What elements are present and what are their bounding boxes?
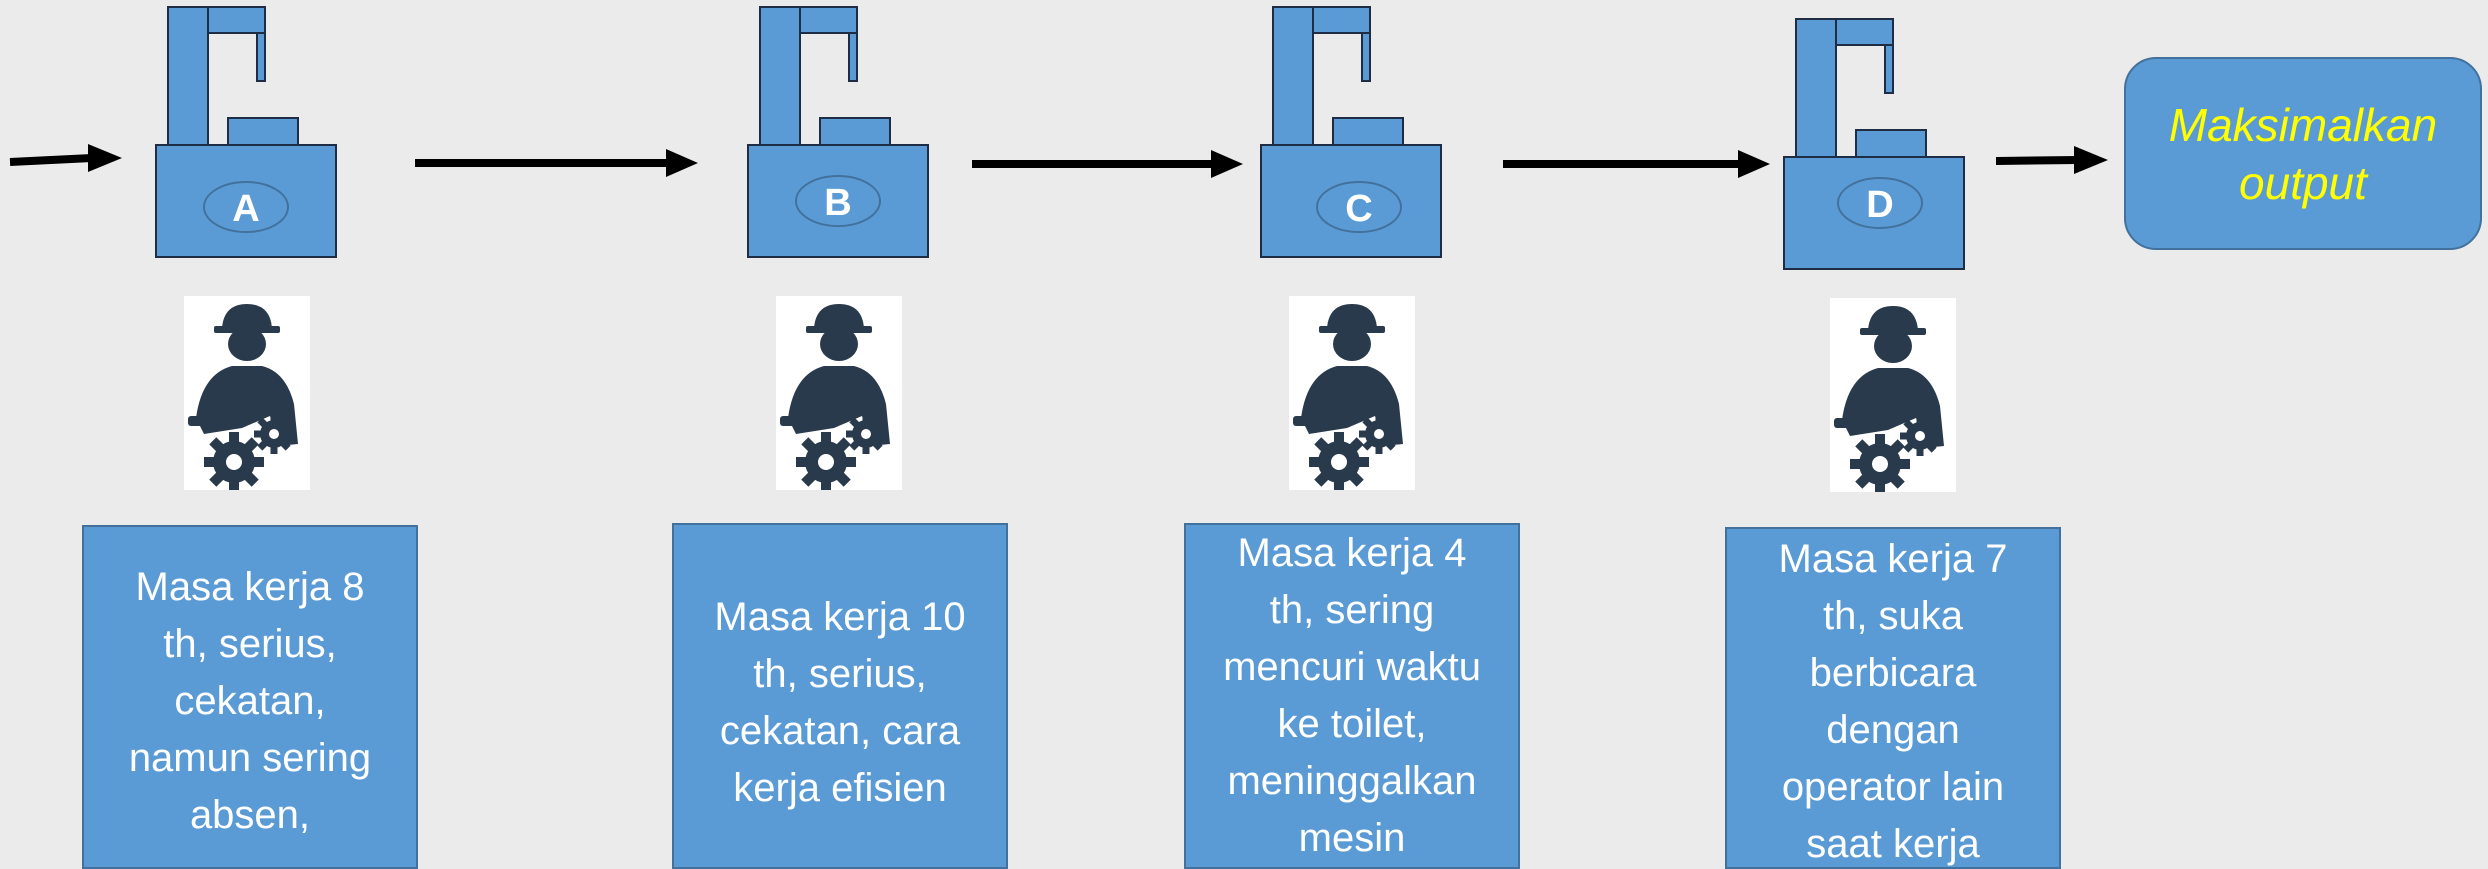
description-line: saat kerja [1806,822,1980,866]
machine-a-icon [155,6,337,258]
description-line: ke toilet, [1277,702,1427,746]
flow-arrow-b-to-c [972,150,1243,178]
description-line: meninggalkan [1227,759,1477,803]
description-line: Masa kerja 7 [1778,537,2008,581]
machine-a-label: A [232,188,259,230]
description-box-d: Masa kerja 7 th, suka berbicara dengan o… [1725,527,2061,869]
description-line: th, sering [1269,588,1435,632]
machine-d-label: D [1866,184,1893,226]
description-box-a: Masa kerja 8 th, serius, cekatan, namun … [82,525,418,869]
description-line: mesin [1298,816,1406,860]
machine-d: D [1783,18,1965,270]
worker-with-gears-icon [776,296,902,490]
description-line: berbicara [1809,651,1977,695]
flow-arrow-c-to-d [1503,150,1770,178]
description-line: namun sering [128,736,372,780]
description-line: mencuri waktu [1223,645,1481,689]
machine-c-label: C [1345,188,1372,230]
description-line: Masa kerja 4 [1237,531,1467,575]
machine-b: B [747,6,929,258]
description-line: operator lain [1781,765,2005,809]
output-line-1: Maksimalkan [2168,98,2438,151]
description-box-c: Masa kerja 4 th, sering mencuri waktu ke… [1184,523,1520,869]
flow-arrow-in [9,144,122,172]
machine-d-icon [1783,18,1965,270]
description-line: dengan [1826,708,1960,752]
machine-c: C [1260,6,1442,258]
machine-a: A [155,6,337,258]
description-line: th, suka [1822,594,1964,638]
worker-with-gears-icon [1830,298,1956,492]
description-line: th, serius, [163,622,337,666]
description-box-b: Masa kerja 10 th, serius, cekatan, cara … [672,523,1008,869]
description-line: cekatan, [174,679,326,723]
worker-with-gears-icon [1289,296,1415,490]
output-box: Maksimalkan output [2124,57,2482,250]
description-line: Masa kerja 10 [714,595,966,639]
description-line: th, serius, [753,652,927,696]
description-line: kerja efisien [733,766,947,810]
worker-with-gears-icon [184,296,310,490]
output-line-2: output [2239,156,2367,209]
description-line: cekatan, cara [719,709,961,753]
description-line: Masa kerja 8 [135,565,365,609]
description-line: absen, [189,793,311,837]
flow-arrow-d-to-output [1995,146,2108,174]
flow-arrow-a-to-b [415,149,698,177]
machine-b-label: B [824,182,851,224]
